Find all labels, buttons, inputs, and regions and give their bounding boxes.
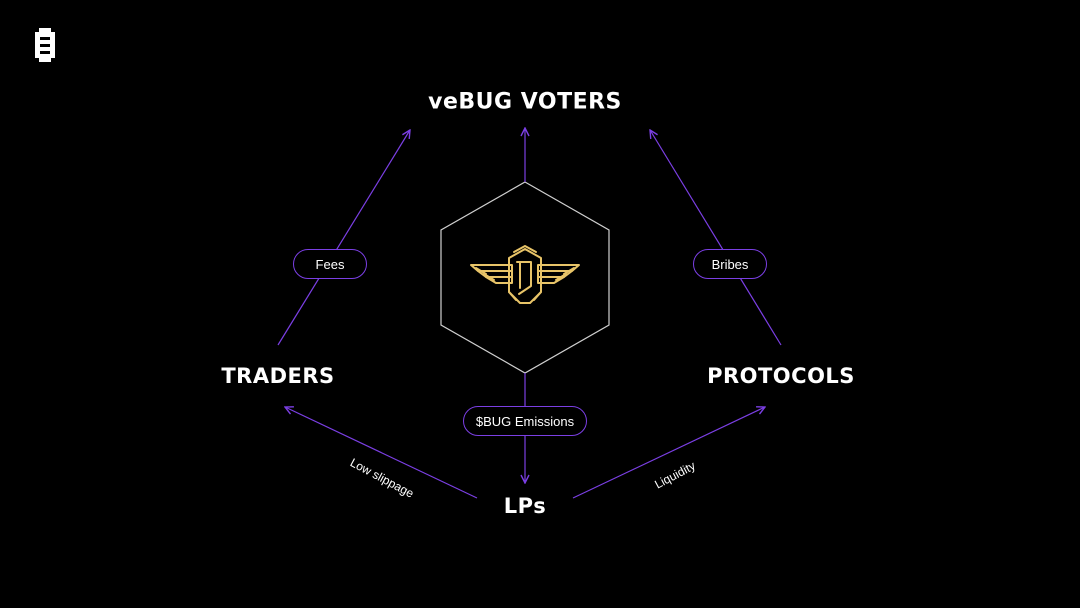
- winged-bug-emblem-icon: [470, 245, 580, 304]
- arrow-traders-to-voters: [277, 130, 410, 346]
- flow-label-bribes: Bribes: [693, 249, 767, 279]
- arrow-lps-to-protocols: [572, 407, 765, 499]
- node-protocols: PROTOCOLS: [707, 364, 855, 388]
- node-lps: LPs: [503, 494, 547, 518]
- node-traders: TRADERS: [221, 364, 335, 388]
- brand-logo-icon: [35, 28, 55, 62]
- node-vebug-voters: veBUG VOTERS: [428, 89, 622, 115]
- arrow-lps-to-traders: [285, 407, 478, 499]
- center-hexagon: [440, 181, 610, 374]
- flow-label-emissions: $BUG Emissions: [463, 406, 587, 436]
- arrow-protocols-to-voters: [650, 130, 782, 346]
- flow-label-fees: Fees: [293, 249, 367, 279]
